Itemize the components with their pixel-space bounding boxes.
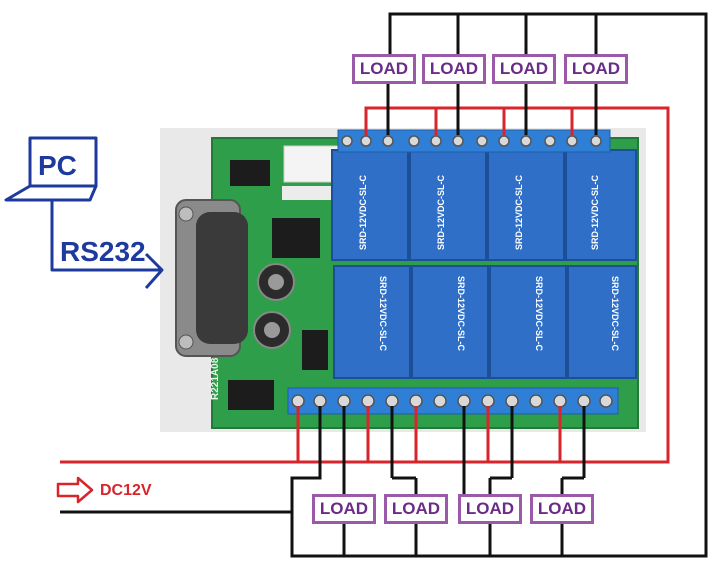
db9-screw <box>178 206 194 222</box>
relay-marking: SRD-12VDC-SL-C <box>456 276 466 352</box>
relay-marking: SRD-12VDC-SL-C <box>590 174 600 250</box>
terminal-block-top <box>337 129 611 153</box>
relay-3 <box>487 149 565 261</box>
relay-marking: SRD-12VDC-SL-C <box>610 276 620 352</box>
load-top-1: LOAD <box>352 54 416 84</box>
load-bottom-2: LOAD <box>384 494 448 524</box>
load-wiring <box>60 12 708 558</box>
rs232-label: RS232 <box>60 236 146 267</box>
board-model-label: R221A08 <box>210 357 221 400</box>
capacitor <box>268 274 284 290</box>
load-top-2: LOAD <box>422 54 486 84</box>
relay-marking: SRD-12VDC-SL-C <box>358 174 368 250</box>
rs232-link <box>50 200 164 289</box>
relay-6 <box>411 265 489 379</box>
relay-5 <box>333 265 411 379</box>
dc12v-label: DC12V <box>100 482 152 499</box>
relay-bottom-row <box>333 265 637 379</box>
relay-marking: SRD-12VDC-SL-C <box>514 174 524 250</box>
capacitor <box>264 322 280 338</box>
ic-chip <box>230 160 270 186</box>
ic-chip <box>228 380 274 410</box>
relay-marking: SRD-12VDC-SL-C <box>378 276 388 352</box>
db9-connector-shell <box>196 212 248 344</box>
db9-screw <box>178 334 194 350</box>
relay-4 <box>565 149 637 261</box>
ic-chip <box>272 218 320 258</box>
relay-7 <box>489 265 567 379</box>
dc12v-arrow-icon <box>56 476 94 504</box>
load-top-3: LOAD <box>492 54 556 84</box>
relay-2 <box>409 149 487 261</box>
relay-8 <box>567 265 637 379</box>
load-bottom-3: LOAD <box>458 494 522 524</box>
relay-marking: SRD-12VDC-SL-C <box>436 174 446 250</box>
load-bottom-1: LOAD <box>312 494 376 524</box>
relay-top-row <box>331 149 637 261</box>
terminal-screws-top <box>341 135 602 147</box>
ic-chip <box>282 186 338 200</box>
load-bottom-4: LOAD <box>530 494 594 524</box>
pc-label: PC <box>38 150 77 181</box>
relay-1 <box>331 149 409 261</box>
pc-icon <box>4 136 98 202</box>
voltage-regulator <box>302 330 328 370</box>
relay-marking: SRD-12VDC-SL-C <box>534 276 544 352</box>
load-top-4: LOAD <box>564 54 628 84</box>
